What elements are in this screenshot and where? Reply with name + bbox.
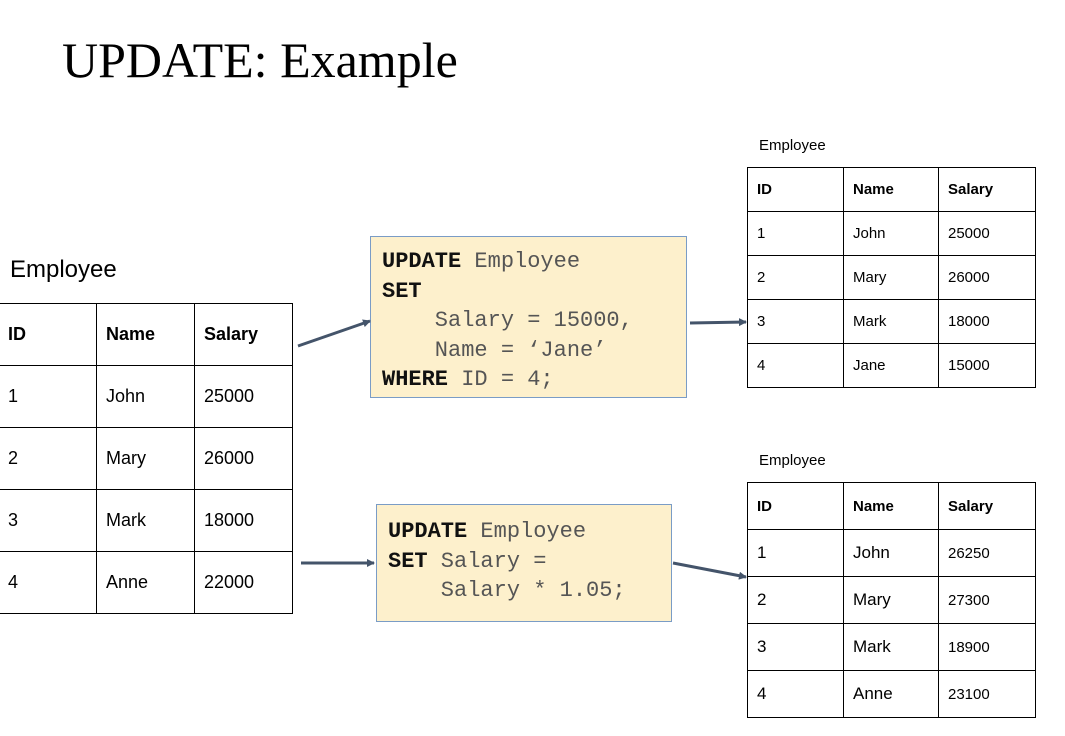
cell-id: 1 <box>0 365 97 428</box>
table-header-row: ID Name Salary <box>747 167 1036 212</box>
result-employee-table-2: ID Name Salary 1 John 26250 2 Mary 27300… <box>747 482 1036 718</box>
table-row: 4 Anne 22000 <box>0 551 293 614</box>
sql-text: Salary = 15000, <box>382 308 633 333</box>
table-row: 1 John 26250 <box>747 529 1036 577</box>
table-row: 3 Mark 18900 <box>747 623 1036 671</box>
cell-salary: 15000 <box>938 343 1036 388</box>
cell-name: John <box>96 365 195 428</box>
cell-salary: 23100 <box>938 670 1036 718</box>
header-name: Name <box>843 167 939 212</box>
header-name: Name <box>96 303 195 366</box>
cell-salary: 26000 <box>938 255 1036 300</box>
sql-text: ID = 4; <box>448 367 554 392</box>
cell-id: 4 <box>0 551 97 614</box>
cell-id: 1 <box>747 529 844 577</box>
table-row: 2 Mary 27300 <box>747 576 1036 624</box>
table-row: 2 Mary 26000 <box>747 255 1036 300</box>
cell-salary: 25000 <box>194 365 293 428</box>
cell-id: 2 <box>0 427 97 490</box>
cell-name: Mark <box>843 299 939 344</box>
header-salary: Salary <box>938 482 1036 530</box>
cell-name: Mary <box>96 427 195 490</box>
cell-name: Anne <box>96 551 195 614</box>
header-id: ID <box>747 482 844 530</box>
cell-salary: 18900 <box>938 623 1036 671</box>
cell-name: John <box>843 211 939 256</box>
header-id: ID <box>0 303 97 366</box>
table-header-row: ID Name Salary <box>747 482 1036 530</box>
source-employee-table: ID Name Salary 1 John 25000 2 Mary 26000… <box>0 303 293 614</box>
sql-text: Employee <box>467 519 587 544</box>
sql-keyword-set: SET <box>382 278 422 304</box>
table-row: 4 Jane 15000 <box>747 343 1036 388</box>
result-table-2-caption: Employee <box>759 452 826 469</box>
sql-keyword-update: UPDATE <box>382 249 462 274</box>
cell-salary: 22000 <box>194 551 293 614</box>
sql-keyword-set: SET <box>388 548 428 574</box>
table-row: 4 Anne 23100 <box>747 670 1036 718</box>
sql-text: Employee <box>461 249 581 274</box>
sql-keyword-where: WHERE <box>382 367 449 392</box>
header-id: ID <box>747 167 844 212</box>
arrow-table-to-query-1 <box>297 319 371 348</box>
result-employee-table-1: ID Name Salary 1 John 25000 2 Mary 26000… <box>747 167 1036 388</box>
cell-id: 2 <box>747 576 844 624</box>
update-query-box-2: UPDATE Employee SET Salary = Salary * 1.… <box>376 504 672 622</box>
cell-id: 3 <box>0 489 97 552</box>
cell-id: 3 <box>747 299 844 344</box>
table-row: 1 John 25000 <box>747 211 1036 256</box>
header-salary: Salary <box>194 303 293 366</box>
sql-keyword-update: UPDATE <box>388 519 468 544</box>
cell-id: 1 <box>747 211 844 256</box>
sql-text: Salary * 1.05; <box>388 578 626 603</box>
table-row: 3 Mark 18000 <box>747 299 1036 344</box>
table-header-row: ID Name Salary <box>0 303 293 366</box>
source-table-caption: Employee <box>10 256 117 283</box>
cell-salary: 18000 <box>938 299 1036 344</box>
sql-text: Name = ‘Jane’ <box>382 337 607 363</box>
header-name: Name <box>843 482 939 530</box>
cell-name: Jane <box>843 343 939 388</box>
result-table-1-caption: Employee <box>759 137 826 154</box>
cell-salary: 26250 <box>938 529 1036 577</box>
cell-id: 3 <box>747 623 844 671</box>
cell-name: Mary <box>843 255 939 300</box>
cell-id: 4 <box>747 670 844 718</box>
table-row: 2 Mary 26000 <box>0 427 293 490</box>
table-row: 1 John 25000 <box>0 365 293 428</box>
sql-text: Salary = <box>427 548 547 574</box>
slide-title: UPDATE: Example <box>62 32 458 88</box>
update-query-box-1: UPDATE Employee SET Salary = 15000, Name… <box>370 236 687 398</box>
cell-name: Mark <box>96 489 195 552</box>
arrow-query-2-to-result-2 <box>672 561 747 580</box>
cell-salary: 25000 <box>938 211 1036 256</box>
cell-salary: 18000 <box>194 489 293 552</box>
cell-salary: 26000 <box>194 427 293 490</box>
cell-salary: 27300 <box>938 576 1036 624</box>
cell-name: John <box>843 529 939 577</box>
cell-name: Anne <box>843 670 939 718</box>
cell-id: 4 <box>747 343 844 388</box>
table-row: 3 Mark 18000 <box>0 489 293 552</box>
header-salary: Salary <box>938 167 1036 212</box>
cell-id: 2 <box>747 255 844 300</box>
arrow-query-1-to-result-1 <box>689 318 747 327</box>
cell-name: Mark <box>843 623 939 671</box>
cell-name: Mary <box>843 576 939 624</box>
